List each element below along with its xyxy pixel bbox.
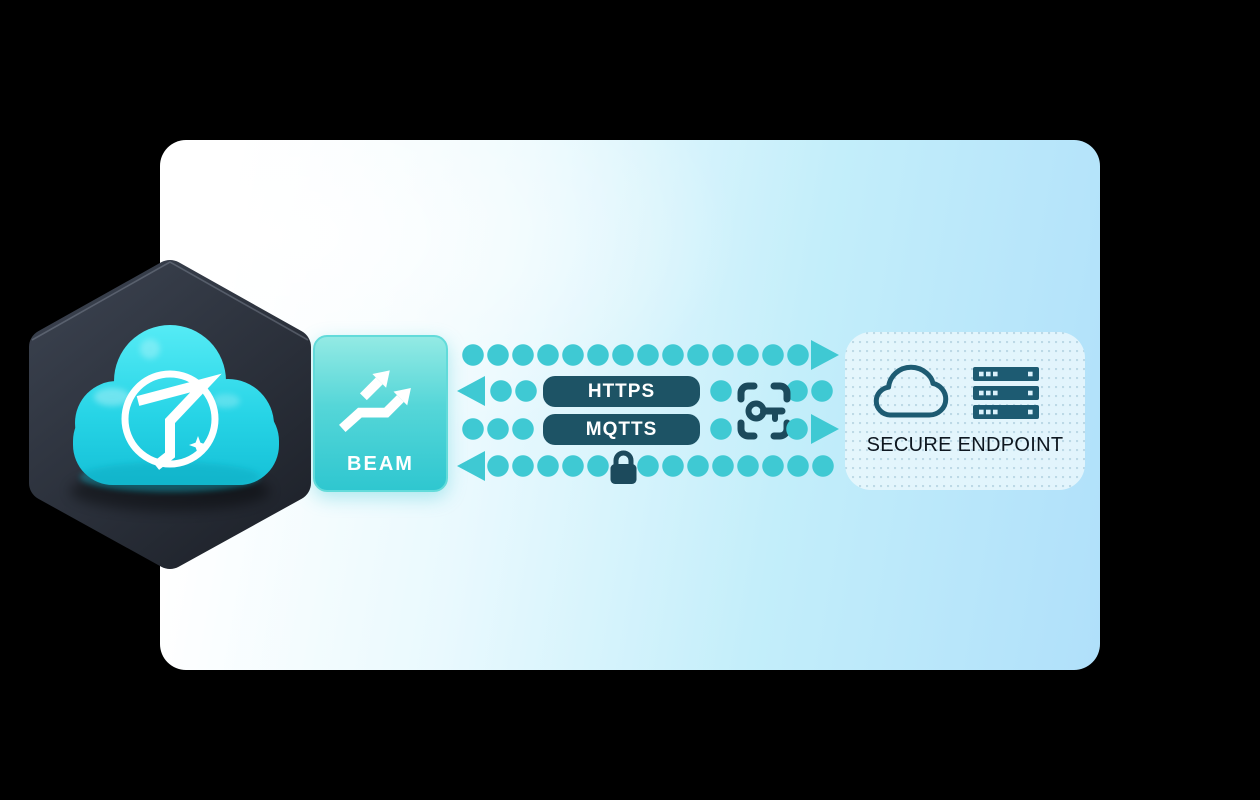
beam-label: BEAM xyxy=(347,453,414,475)
flow-dots xyxy=(786,418,811,440)
flow-dots xyxy=(462,344,812,366)
beam-service-box: BEAM xyxy=(313,335,448,492)
flow-dots xyxy=(710,380,735,402)
https-protocol-badge: HTTPS xyxy=(543,376,700,407)
server-stack-icon xyxy=(973,367,1039,424)
lock-icon xyxy=(610,449,637,490)
secure-endpoint-box: SECURE ENDPOINT xyxy=(845,332,1085,490)
cloud-outline-icon xyxy=(871,356,951,427)
flow-dots xyxy=(786,380,836,402)
flow-dots xyxy=(487,455,612,477)
flow-dots xyxy=(637,455,837,477)
key-viewfinder-icon xyxy=(737,382,791,445)
flow-dots xyxy=(490,380,540,402)
secure-endpoint-label: SECURE ENDPOINT xyxy=(866,434,1064,456)
branching-arrows-icon xyxy=(337,351,425,444)
mqtts-label: MQTTS xyxy=(585,418,658,440)
cloud-shape xyxy=(73,325,279,492)
mqtts-protocol-badge: MQTTS xyxy=(543,414,700,445)
flow-dots xyxy=(710,418,735,440)
zigzag-star-emblem xyxy=(121,370,222,470)
https-label: HTTPS xyxy=(587,380,656,402)
cloud-hexagon-logo xyxy=(20,253,320,583)
flow-dots xyxy=(462,418,537,440)
